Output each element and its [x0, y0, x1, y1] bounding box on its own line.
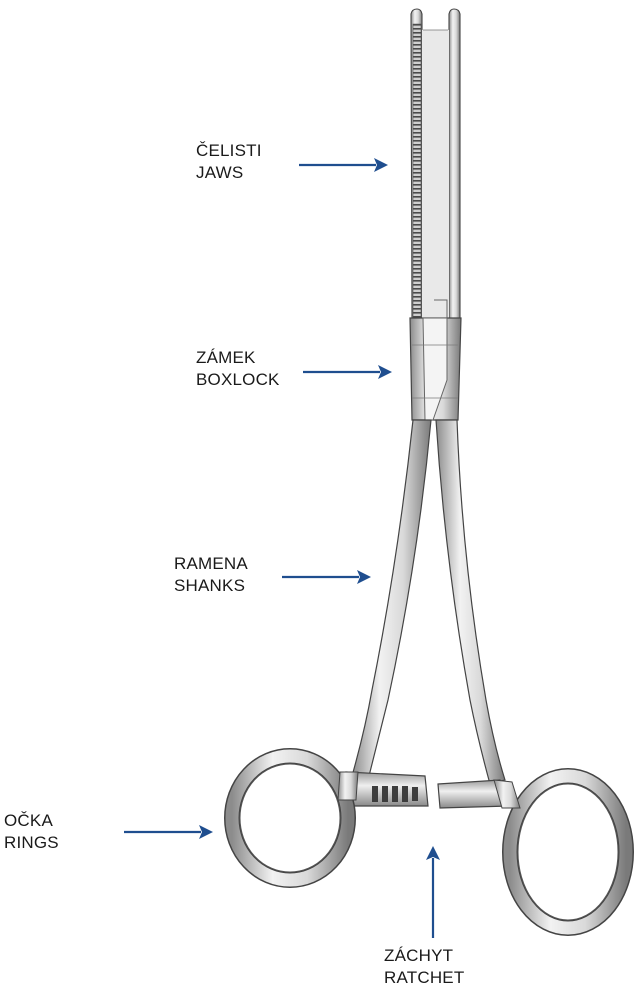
shanks-part [352, 420, 505, 784]
rings-part [232, 756, 626, 928]
jaws-arrow [299, 158, 388, 172]
ratchet-label: ZÁCHYT RATCHET [384, 945, 464, 989]
shanks-label-cz: RAMENA [174, 553, 248, 575]
rings-label-cz: OČKA [4, 810, 59, 832]
rings-arrow [124, 825, 213, 839]
ratchet-arrow [426, 846, 440, 938]
ratchet-label-en: RATCHET [384, 967, 464, 989]
jaws-label-cz: ČELISTI [196, 140, 262, 162]
jaws-part [411, 9, 460, 320]
boxlock-label-en: BOXLOCK [196, 369, 280, 391]
shanks-arrow [282, 570, 371, 584]
rings-label: OČKA RINGS [4, 810, 59, 854]
shanks-label: RAMENA SHANKS [174, 553, 248, 597]
boxlock-label-cz: ZÁMEK [196, 347, 280, 369]
ratchet-part [346, 772, 510, 808]
shanks-label-en: SHANKS [174, 575, 248, 597]
boxlock-arrow [303, 365, 392, 379]
jaws-label: ČELISTI JAWS [196, 140, 262, 184]
jaws-label-en: JAWS [196, 162, 262, 184]
ratchet-label-cz: ZÁCHYT [384, 945, 464, 967]
boxlock-part [410, 318, 461, 420]
rings-label-en: RINGS [4, 832, 59, 854]
boxlock-label: ZÁMEK BOXLOCK [196, 347, 280, 391]
